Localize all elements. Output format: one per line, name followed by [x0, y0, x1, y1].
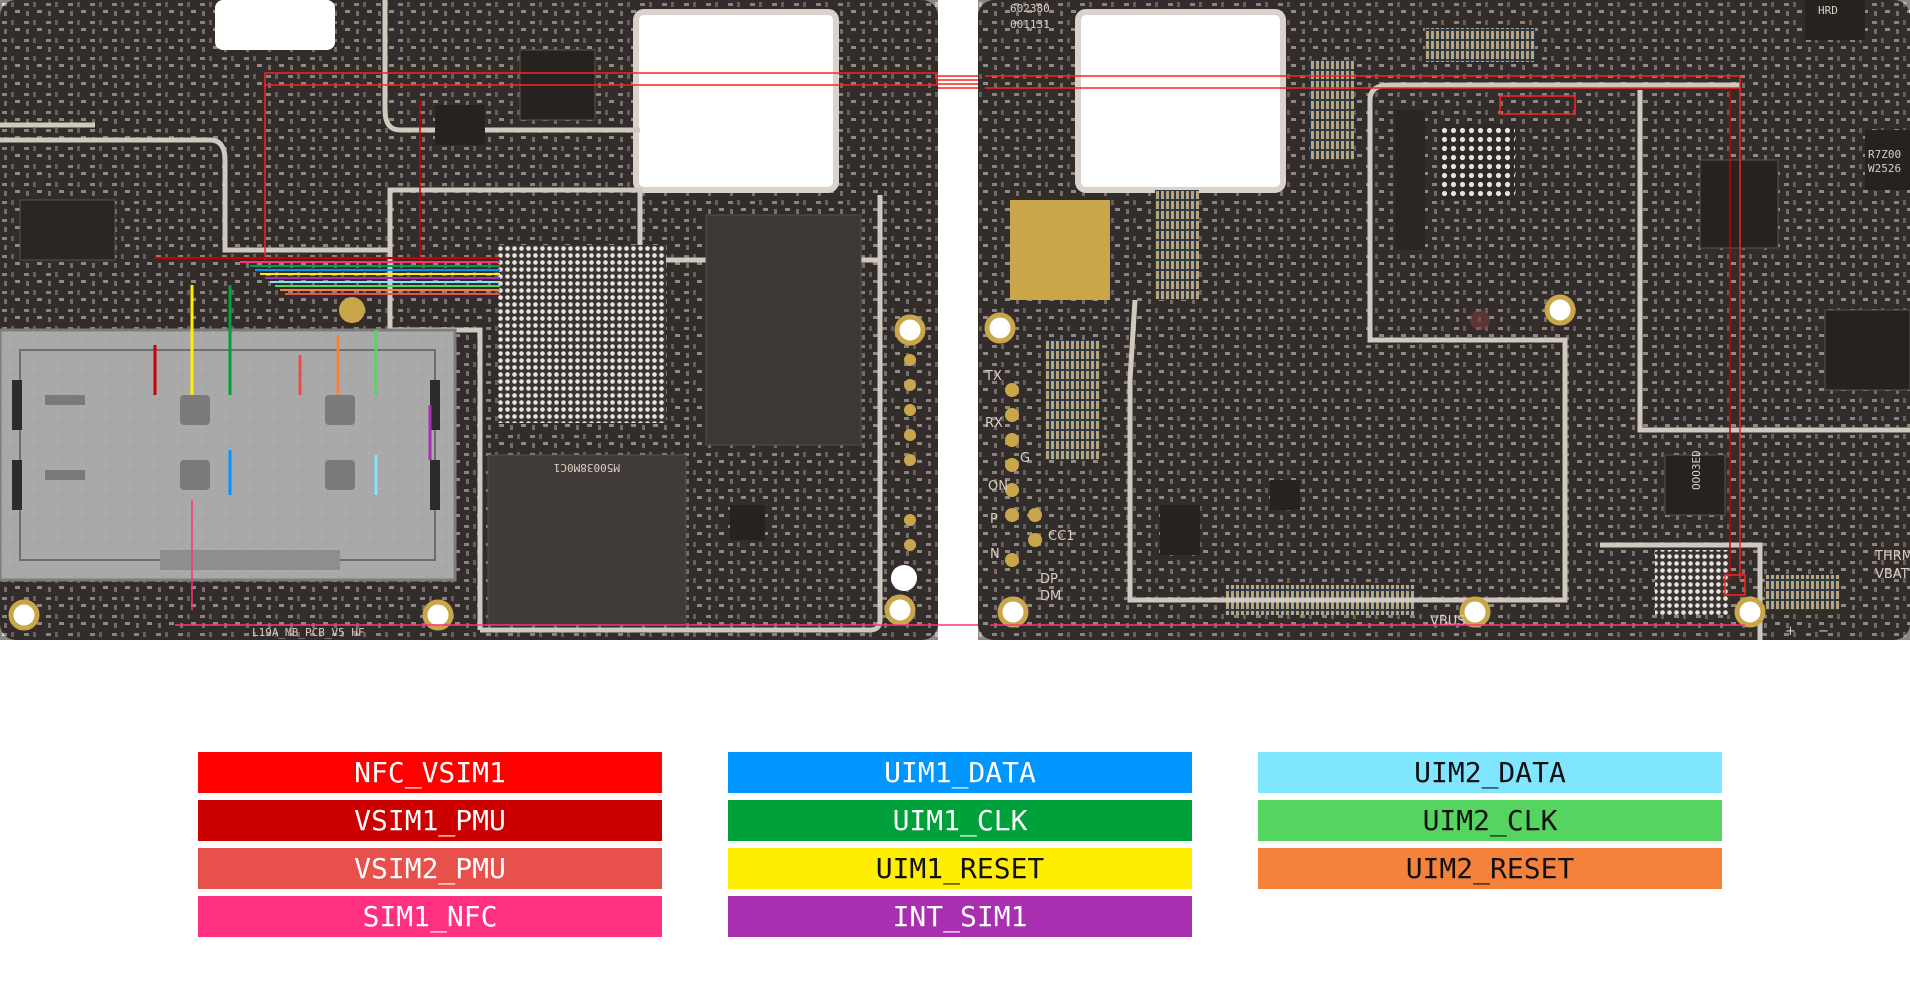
legend-vsim1-pmu: VSIM1_PMU: [198, 800, 662, 841]
tp-label-on: ON: [988, 479, 1008, 494]
tp-label-minus: −: [1818, 624, 1829, 639]
tp-label-tx: TX: [984, 369, 1002, 384]
tp-label-p: P: [990, 512, 998, 527]
legend-vsim2-pmu: VSIM2_PMU: [198, 848, 662, 889]
chip-code-6: HRD: [1818, 4, 1838, 17]
legend-nfc-vsim1: NFC_VSIM1: [198, 752, 662, 793]
pcb-label: L19A_MB_PCB_V5 HF: [252, 626, 365, 639]
tp-label-rx: RX: [985, 416, 1003, 431]
legend-label: UIM1_DATA: [884, 756, 1036, 789]
pcb-schematic-view: M50038M0C1: [0, 0, 1910, 640]
legend-label: SIM1_NFC: [362, 900, 498, 933]
tp-label-vbus: VBUS: [1430, 614, 1466, 629]
legend-label: UIM2_CLK: [1422, 804, 1558, 837]
legend-uim2-clk: UIM2_CLK: [1258, 800, 1722, 841]
legend-uim1-clk: UIM1_CLK: [728, 800, 1192, 841]
tp-label-g: G: [1020, 451, 1030, 466]
tp-label-n: N: [990, 547, 1000, 562]
tp-label-dp: DP: [1040, 572, 1058, 587]
chip-code-3: R7Z00: [1868, 148, 1901, 161]
tp-label-thrm: THRM: [1874, 549, 1910, 564]
left-board: M50038M0C1: [0, 0, 990, 640]
tp-label-plus: +: [1785, 624, 1796, 639]
tp-label-cc1: CC1: [1048, 529, 1074, 544]
legend-label: INT_SIM1: [892, 900, 1028, 933]
right-board: 602380 001131 R7Z00 W2526 OOO3ED HRD: [978, 0, 1910, 640]
chip-code-1: 602380: [1010, 2, 1050, 15]
tp-label-dm: DM: [1040, 589, 1061, 604]
legend-int-sim1: INT_SIM1: [728, 896, 1192, 937]
legend-uim2-data: UIM2_DATA: [1258, 752, 1722, 793]
legend-uim2-reset: UIM2_RESET: [1258, 848, 1722, 889]
chip-code-4: W2526: [1868, 162, 1901, 175]
legend-sim1-nfc: SIM1_NFC: [198, 896, 662, 937]
board-link-lines: [938, 75, 985, 89]
pcb-board-svg: M50038M0C1: [0, 0, 1910, 640]
legend-uim1-reset: UIM1_RESET: [728, 848, 1192, 889]
legend-label: VSIM1_PMU: [354, 804, 506, 837]
tp-label-vbat: VBAT: [1875, 567, 1909, 582]
legend-label: VSIM2_PMU: [354, 852, 506, 885]
legend-label: NFC_VSIM1: [354, 756, 506, 789]
legend-label: UIM2_RESET: [1405, 852, 1575, 885]
legend-uim1-data: UIM1_DATA: [728, 752, 1192, 793]
legend-label: UIM1_CLK: [892, 804, 1028, 837]
chip-code-5: OOO3ED: [1690, 450, 1703, 490]
svg-text:M50038M0C1: M50038M0C1: [554, 461, 620, 474]
legend-label: UIM2_DATA: [1414, 756, 1566, 789]
legend-label: UIM1_RESET: [875, 852, 1045, 885]
chip-code-2: 001131: [1010, 18, 1050, 31]
